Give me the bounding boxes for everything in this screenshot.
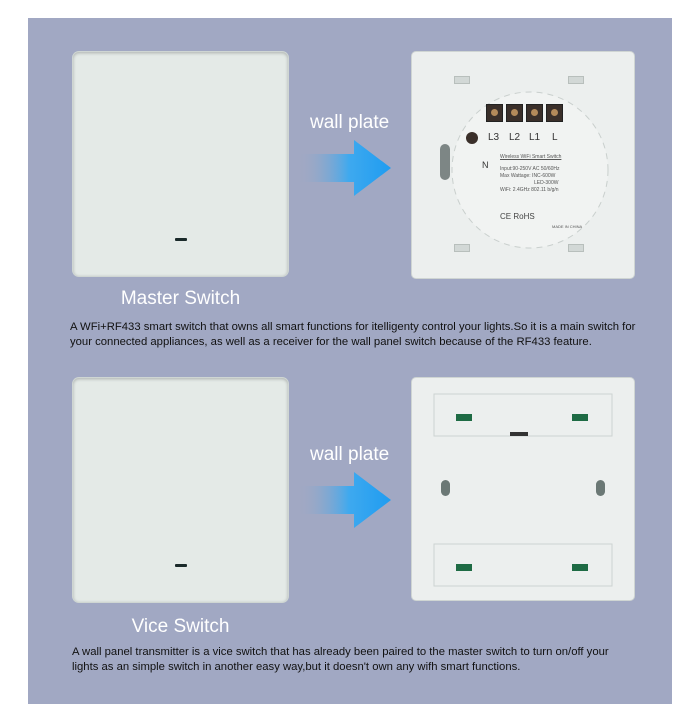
terminal-l2	[506, 104, 523, 122]
master-switch-front	[73, 52, 288, 276]
mounting-slot	[596, 480, 605, 496]
clip	[572, 414, 588, 421]
vice-switch-front	[73, 378, 288, 602]
vice-switch-description: A wall panel transmitter is a vice switc…	[72, 646, 609, 673]
clip	[454, 76, 470, 84]
master-switch-back: L3 L2 L1 L N Wireless WiFi Smart Switch …	[412, 52, 634, 278]
terminal-l	[546, 104, 563, 122]
clip	[568, 244, 584, 252]
master-switch-description: A WFi+RF433 smart switch that owns all s…	[70, 321, 636, 348]
terminal-label-l: L	[552, 132, 558, 143]
clip	[572, 564, 588, 571]
master-switch-caption: Master Switch	[120, 288, 241, 309]
made-in-label: MADE IN CHINA	[552, 224, 583, 229]
product-name: Wireless WiFi Smart Switch	[500, 154, 562, 160]
master-led-indicator	[175, 238, 187, 241]
spec-led: LED-300W	[534, 180, 559, 186]
spec-wifi: WiFi: 2.4GHz 802.11 b/g/n	[500, 187, 559, 193]
plate-outline	[433, 393, 613, 587]
arrow-right-icon	[298, 140, 391, 196]
clip	[454, 244, 470, 252]
mounting-slot	[441, 480, 450, 496]
terminal-label-l1: L1	[529, 132, 541, 143]
terminal-l3	[486, 104, 503, 122]
terminal-l1	[526, 104, 543, 122]
clip	[456, 564, 472, 571]
wall-plate-label: wall plate	[310, 112, 390, 133]
terminal-label-l2: L2	[509, 132, 521, 143]
terminal-label-l3: L3	[488, 132, 500, 143]
vice-led-indicator	[175, 564, 187, 567]
clip	[456, 414, 472, 421]
module-circle	[440, 91, 609, 249]
wall-plate-label-2: wall plate	[310, 444, 390, 465]
spec-wattage: Max Wattage: INC-600W	[500, 173, 556, 179]
background-panel: wall plate L3 L2 L1 L N Wireless WiFi	[28, 18, 672, 704]
terminal-label-n: N	[482, 160, 489, 170]
clip	[568, 76, 584, 84]
spec-input: Input:90-250V AC 50/60Hz	[500, 166, 560, 172]
vice-switch-caption: Vice Switch	[131, 616, 230, 637]
arrow-right-icon-2	[298, 472, 391, 528]
vice-switch-back	[412, 378, 634, 600]
cert-marks: CE RoHS	[500, 212, 535, 221]
